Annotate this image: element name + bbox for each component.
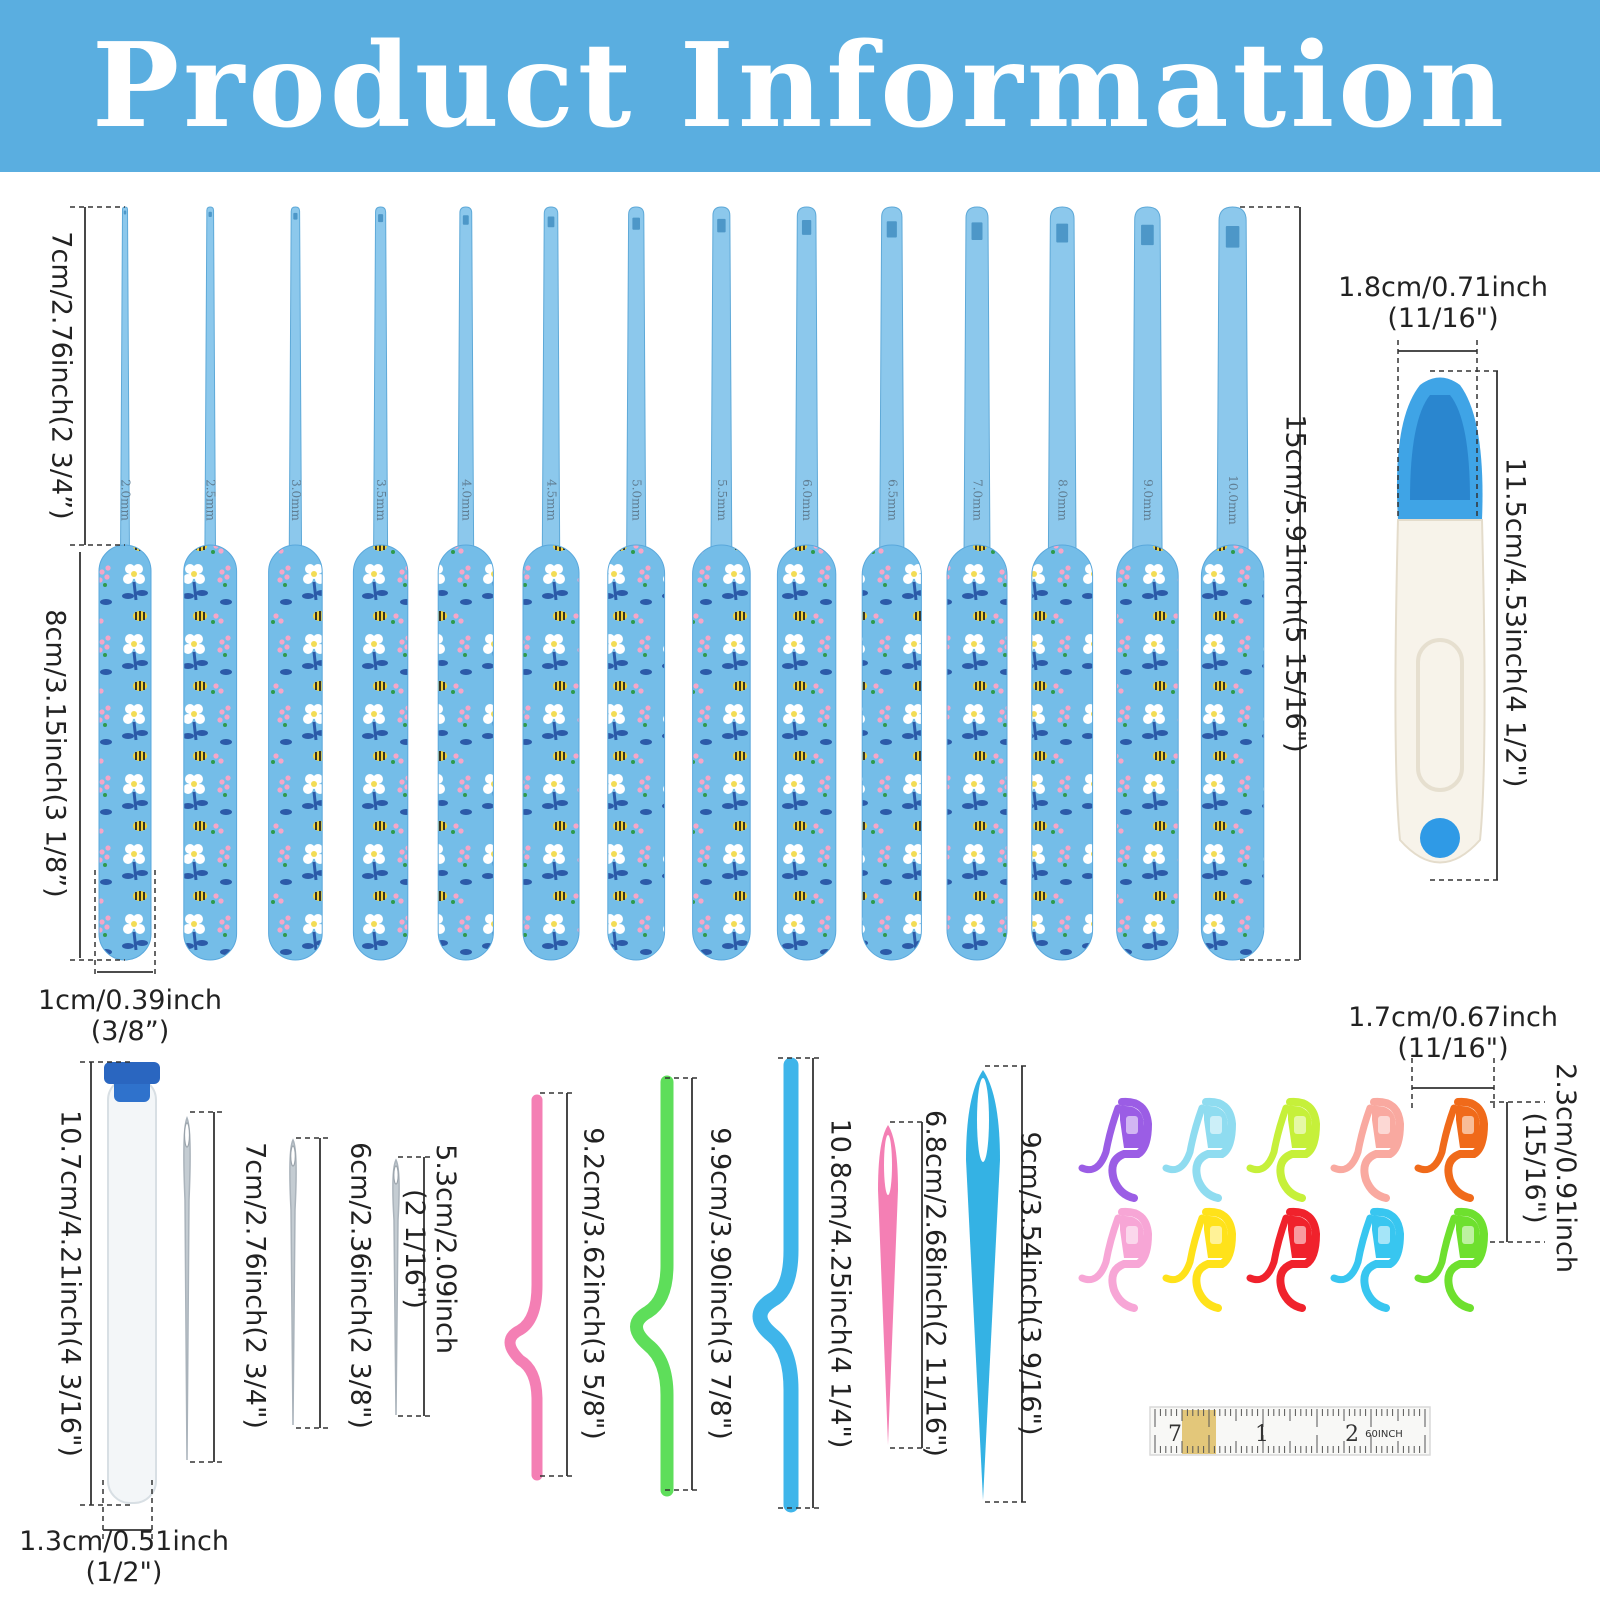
hook-size-label: 3.5mm — [374, 479, 388, 521]
plastic-needles — [878, 1070, 1000, 1500]
stitch-markers-group — [1078, 1097, 1489, 1312]
product-illustration: 2.0mm 2.5mm 3.0mm 3.5mm 4.0mm 4.5mm 5.0mm 5.5mm… — [70, 206, 1545, 1540]
hook-total-length-label: 15cm/5.91inch(5 15/16") — [1279, 414, 1311, 753]
crochet-hook: 2.0mm — [98, 206, 152, 961]
tape-mark: 2 — [1345, 1422, 1359, 1447]
tape-unit-label: 60INCH — [1365, 1429, 1403, 1440]
stitch-marker — [1330, 1097, 1405, 1202]
crochet-hook: 5.0mm — [607, 206, 666, 961]
crochet-hook: 9.0mm — [1116, 206, 1179, 961]
hook-size-label: 2.0mm — [119, 479, 133, 521]
hook-handle-length-label: 8cm/3.15inch(3 1/8”) — [39, 609, 71, 898]
stitch-marker — [1246, 1207, 1321, 1312]
stitch-marker — [1078, 1207, 1153, 1312]
tape-mark: 1 — [1255, 1422, 1269, 1447]
tapestry-needles — [183, 1116, 400, 1461]
hook-size-label: 7.0mm — [971, 479, 985, 521]
thread-scissors — [1394, 377, 1486, 864]
crochet-hook: 4.0mm — [437, 206, 494, 961]
page-title: Product Information — [91, 18, 1508, 154]
crochet-hook: 10.0mm — [1200, 206, 1265, 961]
hook-size-label: 2.5mm — [204, 479, 218, 521]
crochet-hook: 2.5mm — [183, 206, 238, 961]
needle-1-label: 7cm/2.76inch(2 3/4") — [239, 1142, 271, 1429]
cable-needle-1-label: 9.2cm/3.62inch(3 5/8") — [577, 1127, 609, 1440]
crochet-hook: 6.5mm — [861, 206, 922, 961]
cable-needles — [504, 1057, 799, 1513]
stitch-marker — [1246, 1097, 1321, 1202]
tape-measure: 7 1 2 60INCH — [1149, 1406, 1431, 1456]
crochet-hook: 3.5mm — [352, 206, 409, 961]
hook-size-label: 4.5mm — [545, 479, 559, 521]
hook-shaft-length-label: 7cm/2.76inch(2 3/4”) — [45, 231, 77, 520]
crochet-hook: 4.5mm — [522, 206, 580, 961]
needle-2-label: 6cm/2.36inch(2 3/8") — [344, 1142, 376, 1429]
hook-size-label: 9.0mm — [1141, 479, 1155, 521]
tube-length-label: 10.7cm/4.21inch(4 3/16") — [54, 1110, 86, 1457]
hook-size-label: 8.0mm — [1056, 479, 1070, 521]
hook-size-label: 3.0mm — [289, 479, 303, 521]
tube-width-label: 1.3cm/0.51inch(1/2") — [19, 1526, 229, 1588]
needle-3-label: 5.3cm/2.09inch(2 1/16") — [399, 1144, 461, 1354]
stitch-marker — [1414, 1097, 1489, 1202]
stitch-marker — [1162, 1097, 1237, 1202]
header-banner: Product Information — [0, 0, 1600, 172]
plastic-needle-2-label: 9cm/3.54inch(3 9/16") — [1014, 1131, 1046, 1436]
crochet-hooks-group: 2.0mm 2.5mm 3.0mm 3.5mm 4.0mm 4.5mm 5.0mm 5.5mm… — [98, 206, 1265, 961]
crochet-hook: 7.0mm — [946, 206, 1008, 961]
hook-dimension-guides — [70, 206, 1300, 975]
stitch-marker — [1078, 1097, 1153, 1202]
cable-needle-3-label: 10.8cm/4.25inch(4 1/4") — [824, 1118, 856, 1449]
needle-tube — [104, 1062, 160, 1504]
hook-size-label: 10.0mm — [1226, 475, 1240, 525]
tape-mark: 7 — [1168, 1422, 1182, 1447]
hook-size-label: 4.0mm — [459, 479, 473, 521]
hook-size-label: 6.5mm — [885, 479, 899, 521]
stitch-marker — [1162, 1207, 1237, 1312]
crochet-hook: 3.0mm — [268, 206, 323, 961]
hook-size-label: 5.5mm — [715, 479, 729, 521]
crochet-hook: 5.5mm — [692, 206, 751, 961]
scissors-length-label: 11.5cm/4.53inch(4 1/2") — [1499, 457, 1531, 788]
cable-needle-2-label: 9.9cm/3.90inch(3 7/8") — [704, 1127, 736, 1440]
marker-height-label: 2.3cm/0.91inch(15/16") — [1519, 1063, 1581, 1273]
scissors-width-label: 1.8cm/0.71inch(11/16") — [1338, 272, 1548, 334]
stitch-marker — [1414, 1207, 1489, 1312]
marker-width-label: 1.7cm/0.67inch(11/16") — [1348, 1002, 1558, 1064]
hook-handle-width-label: 1cm/0.39inch(3/8”) — [37, 985, 223, 1047]
plastic-needle-1-label: 6.8cm/2.68inch(2 11/16") — [919, 1110, 951, 1457]
crochet-hook: 8.0mm — [1031, 206, 1094, 961]
crochet-hook: 6.0mm — [776, 206, 837, 961]
hook-size-label: 5.0mm — [630, 479, 644, 521]
hook-size-label: 6.0mm — [800, 479, 814, 521]
stitch-marker — [1330, 1207, 1405, 1312]
